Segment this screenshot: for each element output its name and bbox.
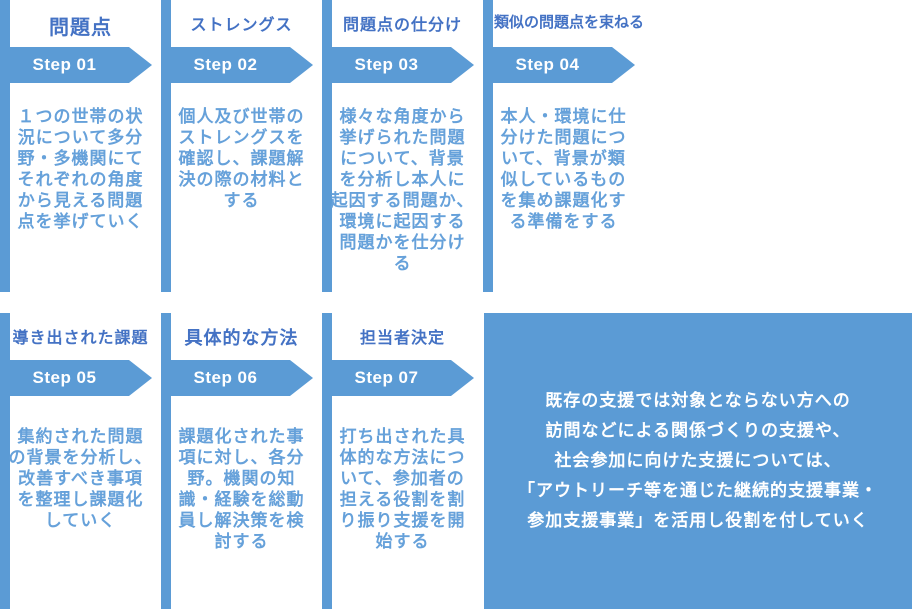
step-04-arrow-banner: Step 04 bbox=[483, 47, 635, 83]
step-02-label: Step 02 bbox=[193, 55, 258, 74]
step-05-arrow-banner: Step 05 bbox=[0, 360, 152, 396]
step-07-accent-bar bbox=[322, 313, 332, 609]
summary-text: 既存の支援では対象とならない方への 訪問などによる関係づくりの支援や、 社会参加… bbox=[518, 391, 878, 530]
step-05-description: 集約された問題 の背景を分析し、 改善すべき事項 を整理し課題化 していく bbox=[8, 427, 153, 530]
step-01-arrow-banner: Step 01 bbox=[0, 47, 152, 83]
summary-box: 既存の支援では対象とならない方への 訪問などによる関係づくりの支援や、 社会参加… bbox=[484, 313, 912, 609]
step-06-arrow-banner: Step 06 bbox=[161, 360, 313, 396]
step-04-accent-bar bbox=[483, 0, 493, 292]
step-03-column: 問題点の仕分け Step 03 様々な角度から 挙げられた問題 について、背景 … bbox=[322, 0, 483, 292]
step-03-label: Step 03 bbox=[354, 55, 419, 74]
step-01-label: Step 01 bbox=[32, 55, 97, 74]
step-04-column: 類似の問題点を束ねる Step 04 本人・環境に仕 分けた問題につ いて、背景… bbox=[483, 0, 644, 292]
step-06-title: 具体的な方法 bbox=[184, 328, 299, 348]
step-07-arrow-banner: Step 07 bbox=[322, 360, 474, 396]
step-07-title: 担当者決定 bbox=[359, 330, 445, 347]
step-06-column: 具体的な方法 Step 06 課題化された事 項に対し、各分 野。機関の知 識・… bbox=[161, 313, 322, 609]
step-03-title: 問題点の仕分け bbox=[342, 17, 462, 34]
step-07-label: Step 07 bbox=[354, 368, 419, 387]
step-05-title: 導き出された課題 bbox=[12, 330, 149, 347]
step-07-description: 打ち出された具 体的な方法につ いて、参加者の 担える役割を割 り振り支援を開 … bbox=[339, 427, 466, 551]
step-02-title: ストレングス bbox=[190, 17, 293, 34]
step-05-column: 導き出された課題 Step 05 集約された問題 の背景を分析し、 改善すべき事… bbox=[0, 313, 161, 609]
step-07-column: 担当者決定 Step 07 打ち出された具 体的な方法につ いて、参加者の 担え… bbox=[322, 313, 483, 609]
step-01-column: 問題点 Step 01 １つの世帯の状 況について多分 野・多機関にて それぞれ… bbox=[0, 0, 161, 292]
step-04-title: 類似の問題点を束ねる bbox=[494, 14, 645, 31]
step-06-accent-bar bbox=[161, 313, 171, 609]
step-05-label: Step 05 bbox=[32, 368, 97, 387]
step-01-title: 問題点 bbox=[49, 17, 112, 39]
step-03-arrow-banner: Step 03 bbox=[322, 47, 474, 83]
step-02-accent-bar bbox=[161, 0, 171, 292]
step-04-label: Step 04 bbox=[515, 55, 580, 74]
step-05-accent-bar bbox=[0, 313, 10, 609]
step-06-description: 課題化された事 項に対し、各分 野。機関の知 識・経験を総動 員し解決策を検 討… bbox=[178, 427, 305, 551]
step-01-description: １つの世帯の状 況について多分 野・多機関にて それぞれの角度 から見える問題 … bbox=[17, 107, 144, 231]
step-02-arrow-banner: Step 02 bbox=[161, 47, 313, 83]
step-01-accent-bar bbox=[0, 0, 10, 292]
step-02-description: 個人及び世帯の ストレングスを 確認し、課題解 決の際の材料と する bbox=[178, 107, 305, 210]
step-03-accent-bar bbox=[322, 0, 332, 292]
step-06-label: Step 06 bbox=[193, 368, 258, 387]
step-03-description: 様々な角度から 挙げられた問題 について、背景 を分析し本人に 起因する問題か、… bbox=[330, 107, 475, 273]
step-02-column: ストレングス Step 02 個人及び世帯の ストレングスを 確認し、課題解 決… bbox=[161, 0, 322, 292]
step-04-description: 本人・環境に仕 分けた問題につ いて、背景が類 似しているもの を集め課題化す … bbox=[500, 107, 627, 231]
